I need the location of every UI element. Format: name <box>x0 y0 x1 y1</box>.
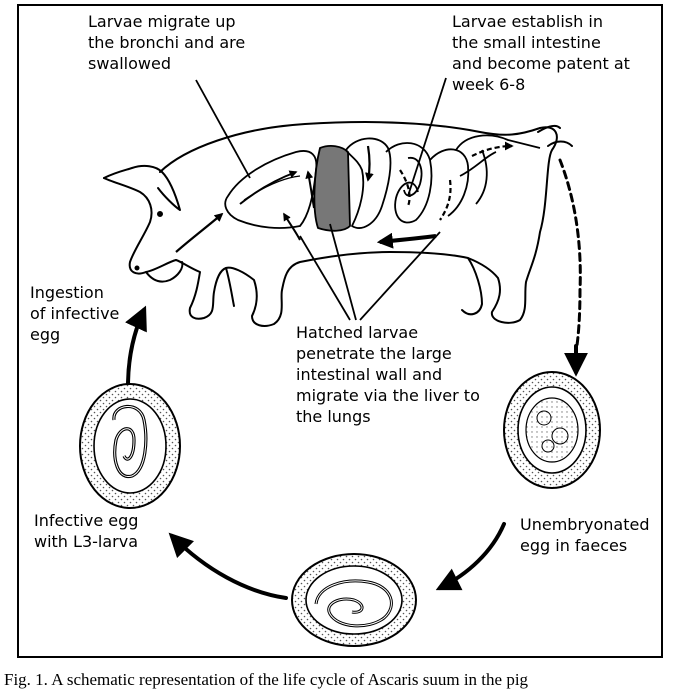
unembryonated-egg <box>503 371 601 489</box>
embryonating-egg <box>291 553 417 647</box>
label-intestine-establishment: Larvae establish in the small intestine … <box>452 12 630 94</box>
cycle-arrows <box>125 158 588 600</box>
faeces-to-embryonation-arrow <box>435 522 506 591</box>
infective-egg <box>79 383 181 509</box>
embryonation-to-infective-arrow <box>168 532 288 600</box>
label-unembryonated-egg: Unembryonated egg in faeces <box>520 515 650 555</box>
pig-illustration <box>103 121 573 327</box>
pig-organs <box>175 134 541 253</box>
label-ingestion: Ingestion of infective egg <box>30 283 120 344</box>
figure-caption: Fig. 1. A schematic representation of th… <box>4 670 529 689</box>
ingestion-arrow <box>125 305 147 388</box>
label-hatched-larvae: Hatched larvae penetrate the large intes… <box>296 323 480 426</box>
faeces-path-arrow <box>558 158 582 354</box>
diagram-frame <box>17 4 663 658</box>
label-leader-lines <box>195 77 447 321</box>
label-bronchi-migration: Larvae migrate up the bronchi and are sw… <box>88 12 246 73</box>
label-infective-egg: Infective egg with L3-larva <box>34 511 139 551</box>
